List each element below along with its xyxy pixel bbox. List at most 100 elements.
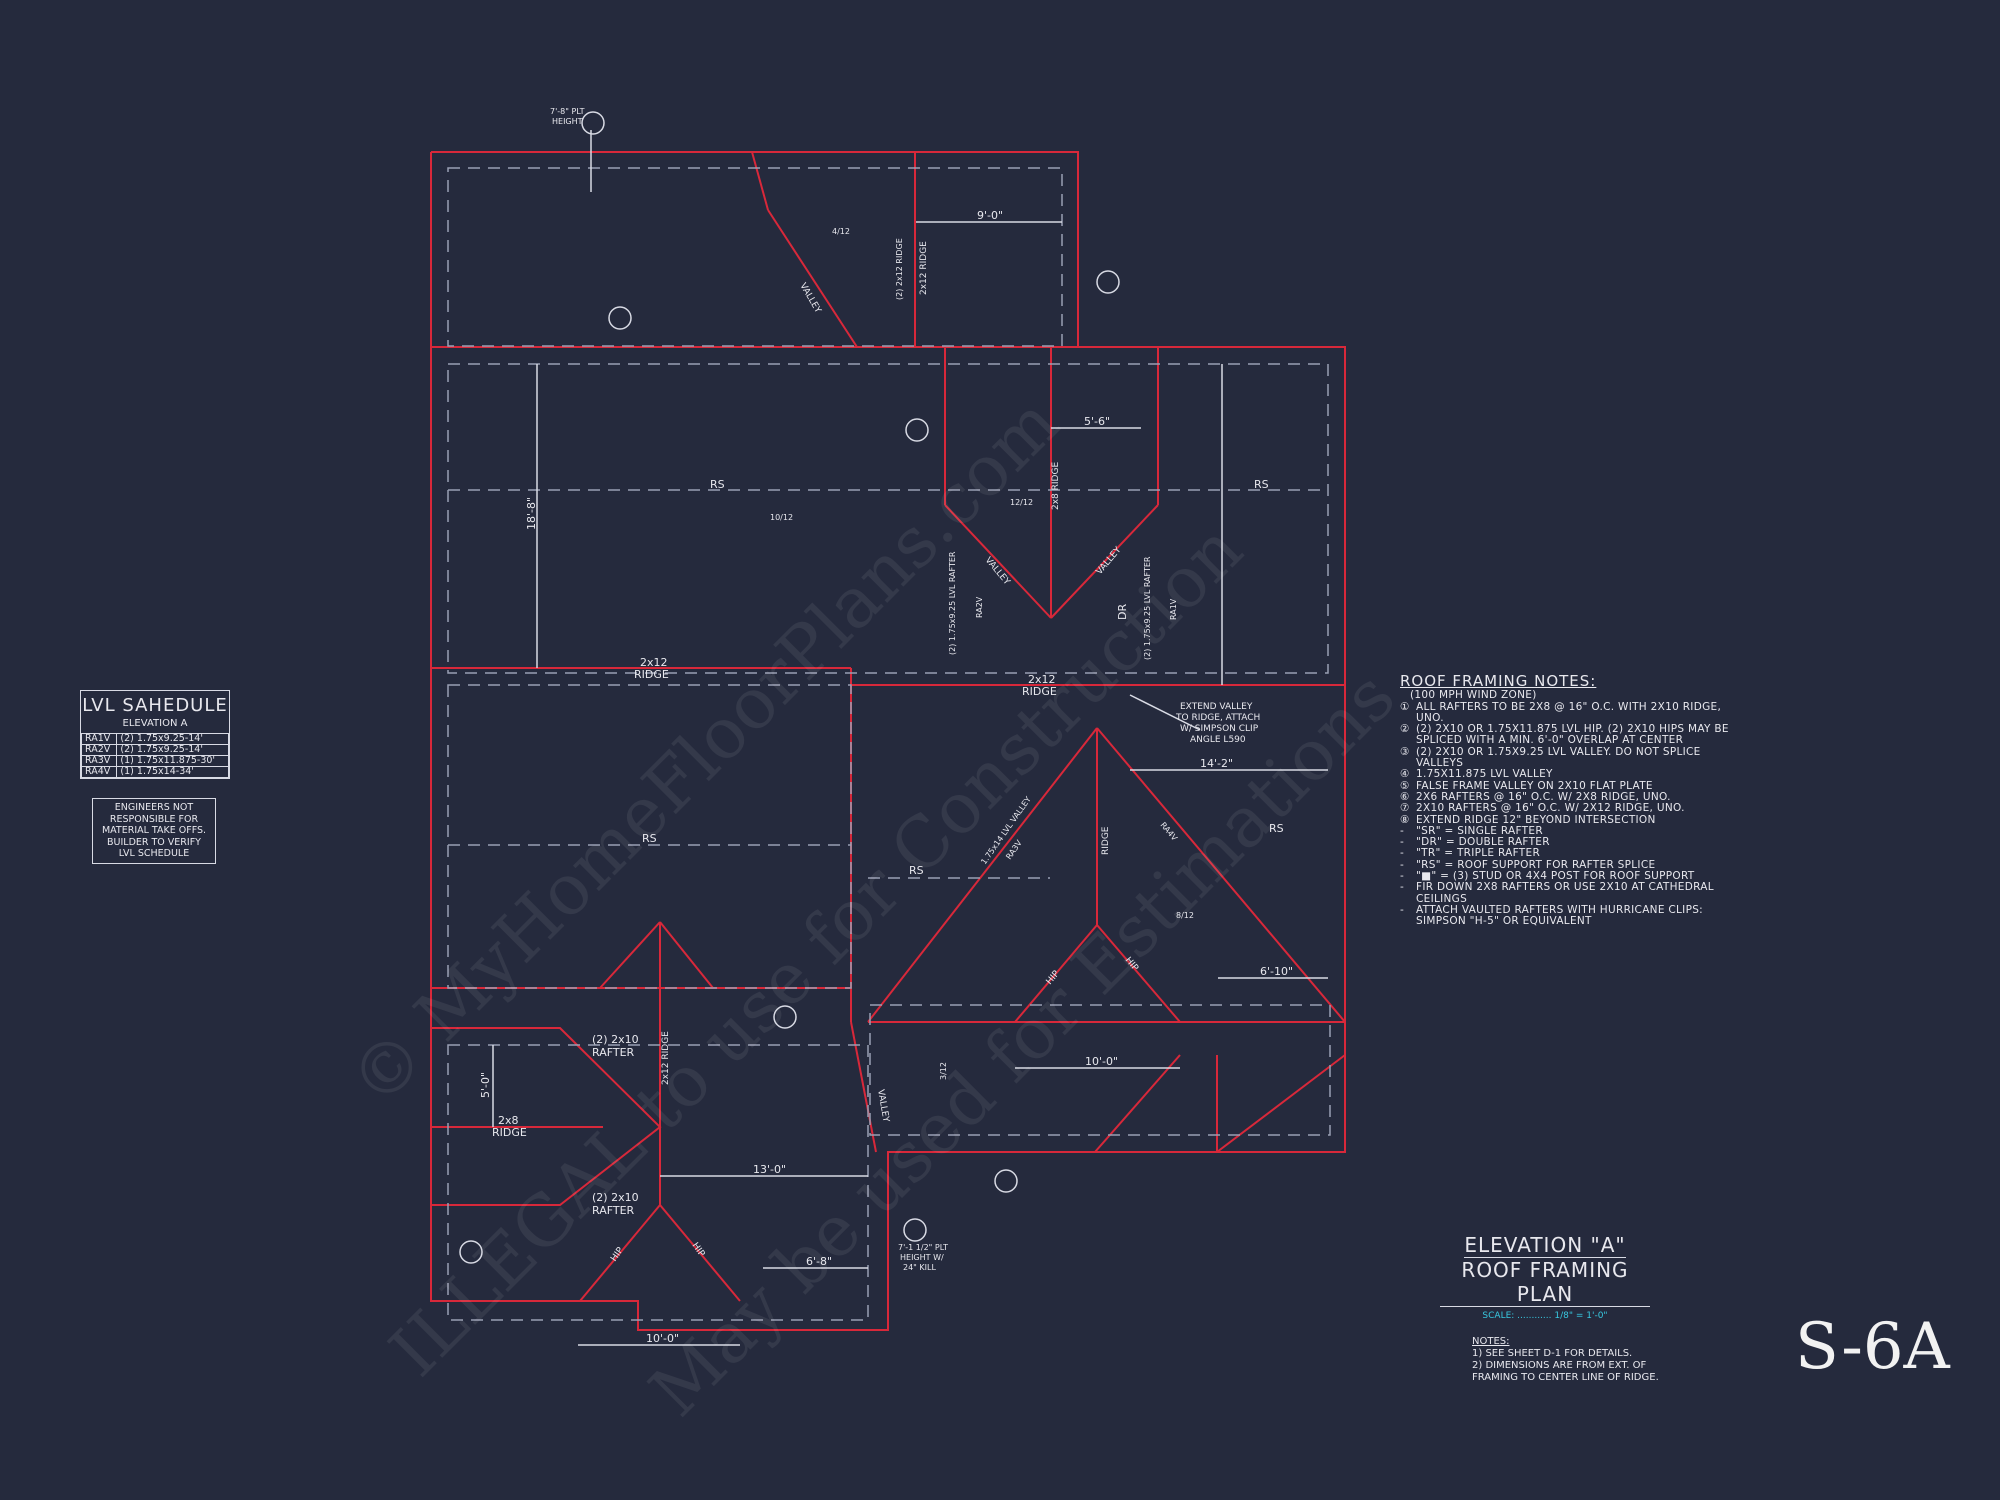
note-text: EXTEND RIDGE 12" BEYOND INTERSECTION <box>1416 813 1656 826</box>
disclaimer-line: RESPONSIBLE FOR <box>109 813 199 825</box>
note-marker: - <box>1400 881 1405 894</box>
lvl-spec: (2) 1.75x9.25-14' <box>116 744 229 756</box>
note-marker: - <box>1400 847 1405 860</box>
note-marker: - <box>1400 903 1405 916</box>
plan-label: RS <box>642 832 657 845</box>
note-item: -"DR" = DOUBLE RAFTER <box>1400 836 1740 849</box>
plan-label: (2) 2x10 <box>592 1191 639 1204</box>
plan-label: TO RIDGE, ATTACH <box>1175 713 1260 723</box>
plan-label: 24" KILL <box>903 1263 936 1272</box>
roof-framing-notes: ROOF FRAMING NOTES: (100 MPH WIND ZONE) … <box>1400 673 1740 928</box>
note-marker: - <box>1400 870 1405 883</box>
note-item: -ATTACH VAULTED RAFTERS WITH HURRICANE C… <box>1400 903 1740 928</box>
note-marker: - <box>1400 858 1405 871</box>
lvl-id: RA4V <box>80 766 118 778</box>
plan-label: 9'-0" <box>977 209 1003 222</box>
table-row: RA1V(2) 1.75x9.25-14' <box>80 733 229 745</box>
plan-label: (2) 2x10 <box>592 1033 639 1046</box>
plan-label: RA3V <box>1004 838 1024 861</box>
plan-label: RIDGE <box>492 1126 527 1139</box>
lvl-id: RA1V <box>80 733 118 745</box>
plan-label: 5'-0" <box>479 1072 492 1098</box>
plan-label: ANGLE L590 <box>1190 735 1246 745</box>
table-row: RA4V(1) 1.75x14-34' <box>80 766 229 778</box>
sheet-number: S-6A <box>1795 1310 1950 1384</box>
scale-label: SCALE: ............ 1/8" = 1'-0" <box>1482 1311 1608 1321</box>
general-note: 1) SEE SHEET D-1 FOR DETAILS. <box>1472 1348 1633 1359</box>
lvl-spec: (1) 1.75x14-34' <box>116 766 229 778</box>
plan-label: RAFTER <box>592 1046 635 1059</box>
note-marker: ① <box>1400 700 1410 713</box>
lvl-spec: (1) 1.75x11.875-30' <box>116 755 229 767</box>
title-line-2: ROOF FRAMING PLAN <box>1440 1258 1650 1307</box>
watermark: © MyHomeFloorPlans.com ILLEGAL to use fo… <box>334 381 1411 1432</box>
note-item: -"■" = (3) STUD OR 4x4 POST FOR ROOF SUP… <box>1400 870 1740 883</box>
note-item: ⑥2x6 RAFTERS @ 16" O.C. W/ 2x8 RIDGE, UN… <box>1400 791 1740 803</box>
plan-label: HEIGHT <box>552 117 583 126</box>
note-text: 1.75x11.875 LVL VALLEY <box>1416 768 1553 781</box>
plan-label: 3/12 <box>939 1062 948 1080</box>
general-notes-title: NOTES: <box>1472 1336 1510 1347</box>
plan-label: RIDGE <box>1022 685 1057 698</box>
lvl-id: RA2V <box>80 744 118 756</box>
note-text: (2) 2x10 OR 1.75x9.25 LVL VALLEY. DO NOT… <box>1416 745 1701 770</box>
plan-label: 4/12 <box>832 227 850 236</box>
title-line-1: ELEVATION "A" <box>1464 1233 1626 1258</box>
plan-label: RA2V <box>975 596 984 618</box>
plan-label: 12/12 <box>1010 498 1033 507</box>
plan-label: 10/12 <box>770 513 793 522</box>
note-text: FALSE FRAME VALLEY ON 2x10 FLAT PLATE <box>1416 779 1653 792</box>
note-item: -"TR" = TRIPLE RAFTER <box>1400 847 1740 860</box>
note-marker: - <box>1400 824 1405 837</box>
plan-label: 2x8 RIDGE <box>1051 462 1061 510</box>
table-row: RA2V(2) 1.75x9.25-14' <box>80 744 229 756</box>
plan-label: 6'-8" <box>806 1255 832 1268</box>
plan-label: RIDGE <box>634 668 669 681</box>
note-text: "■" = (3) STUD OR 4x4 POST FOR ROOF SUPP… <box>1416 870 1695 883</box>
plan-label: 10'-0" <box>1085 1055 1118 1068</box>
note-text: 2x10 RAFTERS @ 16" O.C. W/ 2x12 RIDGE, U… <box>1416 802 1685 815</box>
plan-label: (2) 1.75x9.25 LVL RAFTER <box>948 551 957 655</box>
general-notes: NOTES: 1) SEE SHEET D-1 FOR DETAILS. 2) … <box>1472 1336 1672 1384</box>
plan-label: 2x12 RIDGE <box>661 1031 671 1085</box>
note-text: "RS" = ROOF SUPPORT FOR RAFTER SPLICE <box>1416 858 1656 871</box>
note-item: ⑤ FALSE FRAME VALLEY ON 2x10 FLAT PLATE <box>1400 779 1740 792</box>
plan-label: VALLEY <box>1095 545 1124 577</box>
plan-label: VALLEY <box>875 1089 891 1124</box>
plan-outline <box>430 151 1346 1331</box>
plan-label: 7'-1 1/2" PLT <box>898 1243 948 1252</box>
plan-label: (2) 2x12 RIDGE <box>895 238 904 300</box>
title-block: ELEVATION "A" ROOF FRAMING PLAN SCALE: .… <box>1440 1233 1650 1321</box>
plan-label: 8/12 <box>1176 911 1194 920</box>
lvl-schedule-table: LVL SAHEDULE ELEVATION A RA1V(2) 1.75x9.… <box>80 690 230 779</box>
plan-label: RS <box>909 864 924 877</box>
plan-label: 7'-8" PLT <box>550 107 585 116</box>
plan-labels: RS RS RS RS RS 2x12 RIDGE 2x12 RIDGE 9'-… <box>479 107 1293 1345</box>
plan-label: 2x12 RIDGE <box>919 241 929 295</box>
note-marker: ③ <box>1400 745 1410 758</box>
note-item: ⑦2x10 RAFTERS @ 16" O.C. W/ 2x12 RIDGE, … <box>1400 802 1740 815</box>
disclaimer-line: BUILDER TO VERIFY <box>107 836 201 848</box>
plan-label: RS <box>710 478 725 491</box>
note-text: "TR" = TRIPLE RAFTER <box>1416 847 1541 860</box>
plan-label: 2x12 <box>1028 673 1056 686</box>
lvl-id: RA3V <box>80 755 118 767</box>
note-text: "SR" = SINGLE RAFTER <box>1416 824 1543 837</box>
lvl-schedule-title: LVL SAHEDULE <box>82 695 228 716</box>
note-text: (2) 2x10 OR 1.75x11.875 LVL HIP. (2) 2x1… <box>1416 723 1729 747</box>
note-marker: - <box>1400 836 1405 849</box>
plan-label: RS <box>1269 822 1284 835</box>
plan-label: 14'-2" <box>1200 757 1233 770</box>
plan-label: 13'-0" <box>753 1163 786 1176</box>
plan-label: 10'-0" <box>646 1332 679 1345</box>
plan-label: DR <box>1116 604 1129 620</box>
note-marker: ⑤ <box>1400 779 1410 792</box>
plan-label: W/ SIMPSON CLIP <box>1180 724 1259 734</box>
lvl-spec: (2) 1.75x9.25-14' <box>116 733 229 745</box>
plan-label: RS <box>1254 478 1269 491</box>
note-item: -FIR DOWN 2x8 RAFTERS OR USE 2x10 AT CAT… <box>1400 882 1740 905</box>
note-item: ④1.75x11.875 LVL VALLEY <box>1400 768 1740 781</box>
